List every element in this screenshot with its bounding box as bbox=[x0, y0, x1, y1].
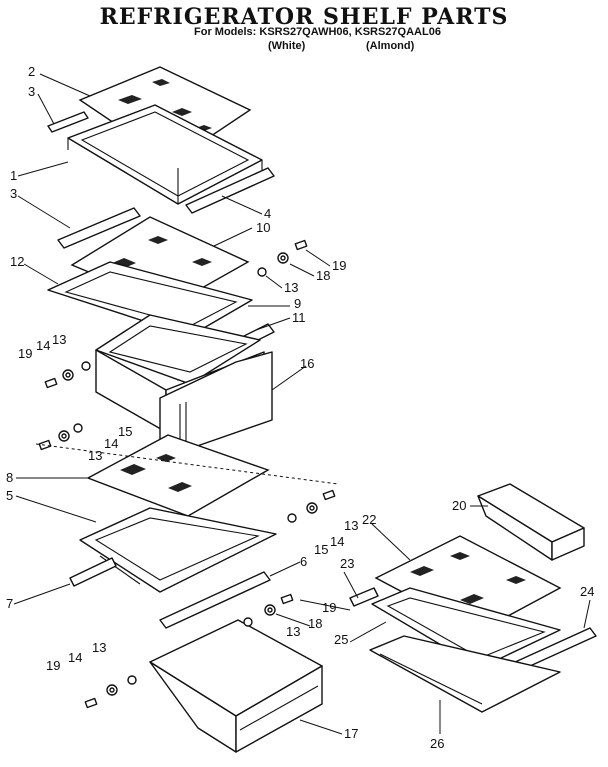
model-numbers: For Models: KSRS27QAWH06, KSRS27QAAL06 bbox=[194, 26, 441, 38]
callout-9: 9 bbox=[294, 296, 301, 311]
callout-3: 3 bbox=[10, 186, 17, 201]
hardware-set-middle-right bbox=[287, 489, 336, 523]
callout-17: 17 bbox=[344, 726, 358, 741]
callout-8: 8 bbox=[6, 470, 13, 485]
second-shelf-trim bbox=[57, 207, 141, 249]
top-shelf-trim bbox=[47, 111, 89, 133]
callout-14: 14 bbox=[330, 534, 344, 549]
hardware-set-upper-left bbox=[44, 361, 91, 389]
callout-23: 23 bbox=[340, 556, 354, 571]
hardware-set-middle-left bbox=[35, 423, 339, 485]
callout-19: 19 bbox=[322, 600, 336, 615]
top-shelf-frame bbox=[67, 104, 263, 205]
callout-18: 18 bbox=[308, 616, 322, 631]
deli-shelf-trim bbox=[349, 587, 379, 607]
hardware-set-upper-right bbox=[257, 239, 308, 277]
callout-16: 16 bbox=[300, 356, 314, 371]
callout-22: 22 bbox=[362, 512, 376, 527]
callout-1: 1 bbox=[10, 168, 17, 183]
callout-15: 15 bbox=[118, 424, 132, 439]
middle-shelf-rail-left bbox=[69, 557, 117, 587]
middle-shelf-frame bbox=[79, 507, 277, 593]
callout-20: 20 bbox=[452, 498, 466, 513]
deli-shelf-base bbox=[369, 635, 561, 713]
callout-13: 13 bbox=[284, 280, 298, 295]
callout-13: 13 bbox=[344, 518, 358, 533]
callout-15: 15 bbox=[314, 542, 328, 557]
crisper-cover-frame bbox=[95, 314, 261, 385]
callout-25: 25 bbox=[334, 632, 348, 647]
callout-14: 14 bbox=[68, 650, 82, 665]
door-bin bbox=[477, 483, 585, 561]
callout-26: 26 bbox=[430, 736, 444, 751]
callout-13: 13 bbox=[92, 640, 106, 655]
callout-3: 3 bbox=[28, 84, 35, 99]
hardware-set-lower-left bbox=[84, 675, 137, 709]
page-title: REFRIGERATOR SHELF PARTS bbox=[99, 4, 509, 30]
callout-13: 13 bbox=[88, 448, 102, 463]
callout-7: 7 bbox=[6, 596, 13, 611]
callout-19: 19 bbox=[332, 258, 346, 273]
leader-lines bbox=[13, 73, 591, 735]
callout-24: 24 bbox=[580, 584, 594, 599]
middle-glass-shelf bbox=[86, 434, 270, 517]
callout-4: 4 bbox=[264, 206, 271, 221]
hardware-set-lower-right bbox=[243, 593, 294, 627]
variant-almond-label: (Almond) bbox=[366, 40, 415, 52]
callout-14: 14 bbox=[104, 436, 118, 451]
callout-18: 18 bbox=[316, 268, 330, 283]
callout-5: 5 bbox=[6, 488, 13, 503]
top-shelf-rail bbox=[185, 167, 275, 214]
callout-19: 19 bbox=[18, 346, 32, 361]
middle-shelf-rail-right bbox=[159, 571, 271, 629]
callout-13: 13 bbox=[286, 624, 300, 639]
callout-11: 11 bbox=[292, 310, 306, 325]
callout-12: 12 bbox=[10, 254, 24, 269]
callout-6: 6 bbox=[300, 554, 307, 569]
callout-14: 14 bbox=[36, 338, 50, 353]
callout-13: 13 bbox=[52, 332, 66, 347]
callout-2: 2 bbox=[28, 64, 35, 79]
variant-white-label: (White) bbox=[268, 40, 306, 52]
callout-10: 10 bbox=[256, 220, 270, 235]
lower-pan bbox=[149, 619, 323, 753]
callout-19: 19 bbox=[46, 658, 60, 673]
